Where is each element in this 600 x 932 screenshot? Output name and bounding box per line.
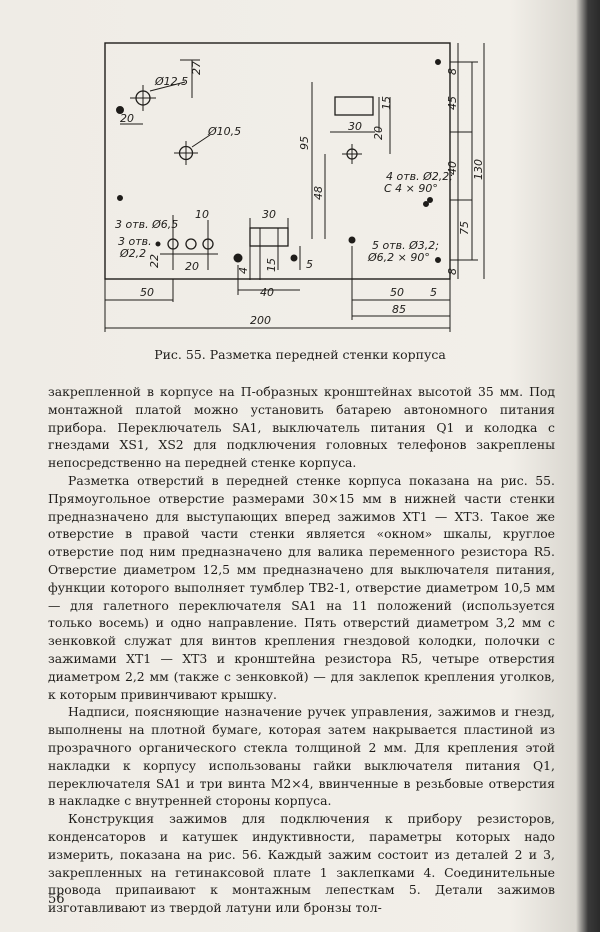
svg-text:45: 45 bbox=[446, 96, 459, 110]
svg-text:75: 75 bbox=[458, 221, 471, 235]
svg-text:С 4 × 90°: С 4 × 90° bbox=[384, 182, 438, 195]
front-wall-drawing: Ø12,5 27 20 Ø10,5 95 48 30 15 20 8 45 13… bbox=[104, 42, 485, 332]
paragraph: Надписи, поясняющие назначение ручек упр… bbox=[48, 704, 555, 809]
panel-outline bbox=[104, 42, 451, 280]
svg-text:Ø2,2: Ø2,2 bbox=[119, 247, 146, 260]
page-number: 56 bbox=[48, 892, 65, 907]
svg-text:20: 20 bbox=[185, 260, 199, 273]
svg-text:85: 85 bbox=[392, 303, 406, 316]
svg-text:8: 8 bbox=[446, 68, 459, 75]
figure-caption: Рис. 55. Разметка передней стенки корпус… bbox=[154, 347, 446, 362]
svg-text:20: 20 bbox=[372, 126, 385, 140]
svg-text:4: 4 bbox=[237, 267, 250, 274]
svg-text:30: 30 bbox=[262, 208, 276, 221]
scale-window bbox=[334, 96, 374, 116]
svg-text:5: 5 bbox=[430, 286, 437, 299]
svg-text:15: 15 bbox=[265, 258, 278, 272]
svg-text:50: 50 bbox=[140, 286, 154, 299]
svg-text:30: 30 bbox=[348, 120, 362, 133]
svg-text:Ø6,2 × 90°: Ø6,2 × 90° bbox=[367, 251, 430, 264]
body-text: закрепленной в корпусе на П-образных кро… bbox=[48, 383, 555, 917]
svg-text:20: 20 bbox=[120, 112, 134, 125]
terminal-slot bbox=[249, 227, 289, 247]
svg-text:4 отв. Ø2,2;: 4 отв. Ø2,2; bbox=[386, 170, 453, 183]
dim-d12-5: Ø12,5 bbox=[154, 75, 188, 88]
corner-hole bbox=[116, 106, 124, 114]
svg-text:10: 10 bbox=[195, 208, 209, 221]
svg-text:Ø10,5: Ø10,5 bbox=[207, 125, 241, 138]
paragraph: закрепленной в корпусе на П-образных кро… bbox=[48, 384, 555, 471]
svg-text:50: 50 bbox=[390, 286, 404, 299]
paragraph: Разметка отверстий в передней стенке кор… bbox=[48, 472, 555, 702]
svg-text:48: 48 bbox=[312, 186, 325, 200]
svg-text:3 отв. Ø6,5: 3 отв. Ø6,5 bbox=[115, 218, 178, 231]
svg-text:5 отв. Ø3,2;: 5 отв. Ø3,2; bbox=[372, 239, 439, 252]
svg-text:40: 40 bbox=[260, 286, 274, 299]
svg-text:15: 15 bbox=[380, 96, 393, 110]
svg-text:40: 40 bbox=[446, 161, 459, 175]
svg-text:27: 27 bbox=[190, 61, 203, 75]
svg-text:5: 5 bbox=[306, 258, 313, 271]
technical-drawing: Ø12,5 27 20 Ø10,5 95 48 30 15 20 8 45 13… bbox=[100, 40, 490, 340]
svg-text:8: 8 bbox=[446, 268, 459, 275]
paragraph: Конструкция зажимов для подключения к пр… bbox=[48, 811, 555, 916]
svg-text:22: 22 bbox=[148, 254, 161, 268]
svg-text:130: 130 bbox=[472, 159, 485, 180]
svg-text:200: 200 bbox=[250, 314, 271, 327]
svg-text:3 отв.: 3 отв. bbox=[118, 235, 152, 248]
svg-text:95: 95 bbox=[298, 136, 311, 150]
